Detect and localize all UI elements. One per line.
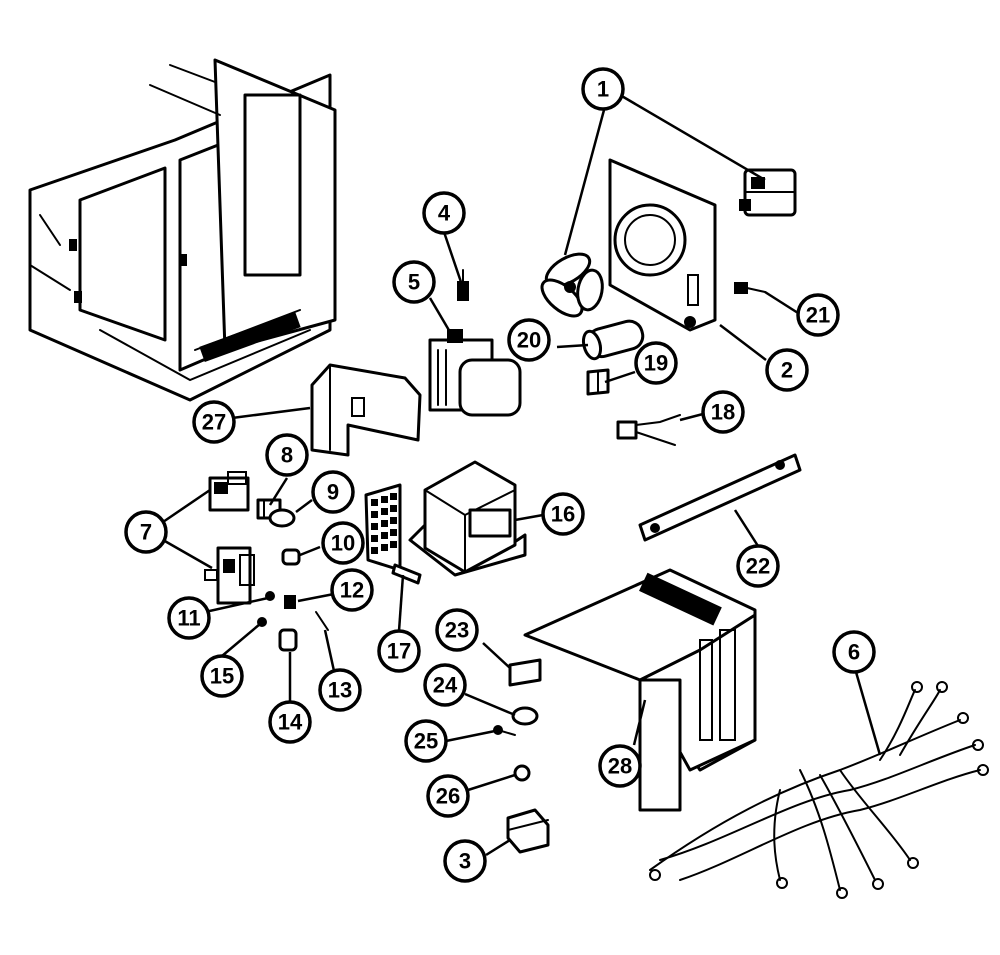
callout-15-label: 15	[210, 664, 234, 689]
callout-9: 9	[311, 470, 355, 514]
callout-15: 15	[200, 654, 244, 698]
wire-harness-part	[649, 681, 989, 899]
callout-6: 6	[832, 630, 876, 674]
callout-7-label: 7	[140, 520, 152, 545]
base-chassis-part	[523, 568, 757, 812]
bracket-part-9	[268, 508, 296, 528]
thermal-cutout-part	[581, 319, 645, 361]
callout-19: 19	[634, 341, 678, 385]
callout-8-label: 8	[281, 443, 293, 468]
rail-part-22	[638, 453, 802, 542]
screw-part-21	[734, 282, 766, 294]
callout-16: 16	[541, 492, 585, 536]
callout-28-label: 28	[608, 754, 632, 779]
leader-lines	[162, 93, 882, 857]
callout-28: 28	[598, 744, 642, 788]
sensor-part-18	[616, 414, 681, 446]
callout-1-label: 1	[597, 77, 609, 102]
callout-9-label: 9	[327, 480, 339, 505]
callout-10: 10	[321, 521, 365, 565]
fan-bracket-part	[608, 158, 717, 332]
callout-17: 17	[377, 629, 421, 673]
callout-24: 24	[423, 663, 467, 707]
hardware-part-13	[315, 611, 329, 631]
callout-4-label: 4	[438, 201, 451, 226]
callout-2-label: 2	[781, 358, 793, 383]
callout-19-label: 19	[644, 351, 668, 376]
fan-motor-part	[739, 168, 797, 217]
hardware-part-14	[278, 628, 298, 652]
callout-17-label: 17	[387, 639, 411, 664]
callout-1: 1	[581, 67, 625, 111]
callout-13-label: 13	[328, 678, 352, 703]
callout-25-label: 25	[414, 729, 438, 754]
callout-27-label: 27	[202, 410, 226, 435]
callout-5-label: 5	[408, 270, 420, 295]
callout-6-label: 6	[848, 640, 860, 665]
callout-3: 3	[443, 839, 487, 883]
switch-part-7-upper	[208, 471, 250, 512]
callout-5: 5	[392, 260, 436, 304]
part-24	[511, 706, 539, 726]
fan-blade-part	[540, 252, 604, 318]
switch-part-7-lower	[204, 546, 255, 605]
callout-26: 26	[426, 774, 470, 818]
callout-24-label: 24	[433, 673, 458, 698]
callout-20: 20	[507, 318, 551, 362]
mesh-plate-part	[364, 483, 422, 585]
callout-16-label: 16	[551, 502, 575, 527]
callout-11-label: 11	[177, 606, 200, 631]
screw-part-4	[457, 269, 469, 301]
transformer-part	[408, 460, 527, 577]
air-guide-part	[310, 363, 422, 457]
callout-10-label: 10	[331, 531, 355, 556]
callout-20-label: 20	[517, 328, 541, 353]
part-25	[493, 725, 516, 736]
callout-13: 13	[318, 668, 362, 712]
part-23	[508, 658, 542, 687]
callout-14-label: 14	[278, 710, 303, 735]
callout-8: 8	[265, 433, 309, 477]
callout-2: 2	[765, 348, 809, 392]
callout-11: 11	[167, 596, 211, 640]
callout-21-label: 21	[806, 303, 830, 328]
part-3	[506, 808, 550, 854]
callout-3-label: 3	[459, 849, 471, 874]
oven-cabinet	[28, 58, 337, 402]
callout-21: 21	[796, 293, 840, 337]
callout-4: 4	[422, 191, 466, 235]
hardware-part-12	[284, 595, 296, 609]
lever-part-10	[281, 548, 301, 566]
callout-26-label: 26	[436, 784, 460, 809]
callout-23: 23	[435, 608, 479, 652]
callout-23-label: 23	[445, 618, 469, 643]
callout-22-label: 22	[746, 554, 770, 579]
callout-27: 27	[192, 400, 236, 444]
callout-18: 18	[701, 390, 745, 434]
part-26	[513, 764, 531, 782]
callout-7: 7	[124, 510, 168, 554]
magnetron-part	[428, 329, 522, 417]
callout-22: 22	[736, 544, 780, 588]
callout-12-label: 12	[340, 578, 364, 603]
clip-part-19	[586, 368, 610, 396]
callout-14: 14	[268, 700, 312, 744]
callout-25: 25	[404, 719, 448, 763]
callout-12: 12	[330, 568, 374, 612]
callout-18-label: 18	[711, 400, 735, 425]
